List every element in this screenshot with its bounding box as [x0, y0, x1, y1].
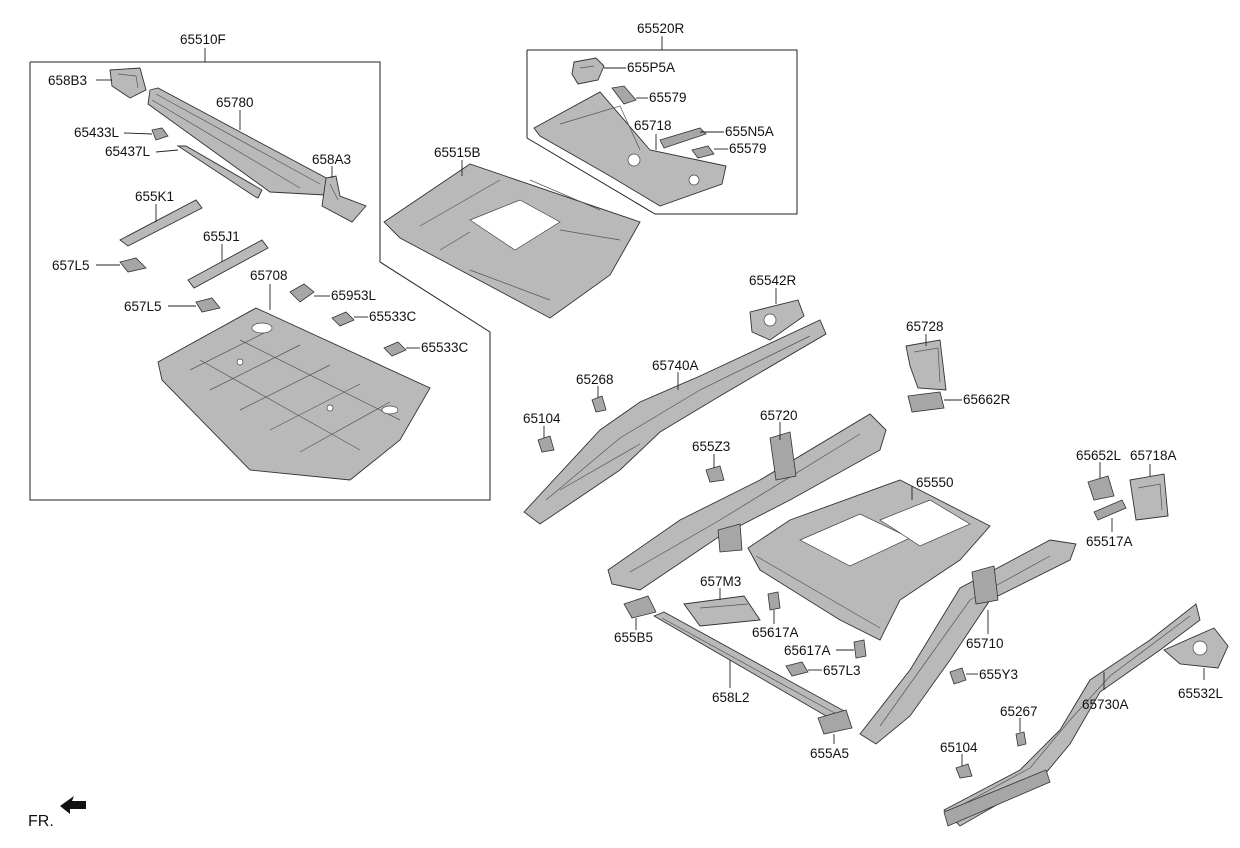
- label-65542R[interactable]: 65542R: [749, 273, 797, 288]
- label-65533C-upper[interactable]: 65533C: [369, 309, 417, 324]
- part-65718[interactable]: [533, 91, 727, 207]
- part-65718A[interactable]: [1129, 473, 1169, 521]
- group-box-65520R: [526, 36, 798, 215]
- part-658B3[interactable]: [109, 67, 147, 99]
- part-65953L[interactable]: [289, 283, 315, 303]
- label-655N5A[interactable]: 655N5A: [725, 124, 774, 139]
- part-657L5-upper[interactable]: [119, 257, 147, 273]
- label-65550[interactable]: 65550: [916, 475, 954, 490]
- label-65662R[interactable]: 65662R: [963, 392, 1011, 407]
- part-65720[interactable]: [607, 413, 887, 591]
- part-655A5[interactable]: [817, 709, 853, 735]
- part-65740A[interactable]: [523, 319, 827, 525]
- label-65730A[interactable]: 65730A: [1082, 697, 1129, 712]
- label-65617A-lower[interactable]: 65617A: [784, 643, 831, 658]
- part-655Z3[interactable]: [705, 465, 725, 483]
- part-655N5A[interactable]: [659, 127, 707, 149]
- label-65710[interactable]: 65710: [966, 636, 1004, 651]
- label-65437L[interactable]: 65437L: [105, 144, 151, 159]
- label-65728[interactable]: 65728: [906, 319, 944, 334]
- label-65104-lower[interactable]: 65104: [940, 740, 978, 755]
- part-658A3[interactable]: [321, 175, 367, 223]
- label-65708[interactable]: 65708: [250, 268, 288, 283]
- part-65532L[interactable]: [1163, 627, 1229, 669]
- label-65720[interactable]: 65720: [760, 408, 798, 423]
- part-65517A[interactable]: [1093, 499, 1127, 521]
- label-65740A[interactable]: 65740A: [652, 358, 699, 373]
- label-657L3[interactable]: 657L3: [823, 663, 861, 678]
- label-657M3[interactable]: 657M3: [700, 574, 741, 589]
- part-657M3[interactable]: [683, 595, 761, 627]
- label-657L5-upper[interactable]: 657L5: [52, 258, 90, 273]
- part-65662R[interactable]: [907, 391, 945, 413]
- label-655A5[interactable]: 655A5: [810, 746, 849, 761]
- part-657L3[interactable]: [785, 661, 809, 677]
- label-658B3[interactable]: 658B3: [48, 73, 87, 88]
- part-65515B[interactable]: [383, 163, 641, 319]
- part-657L5-lower[interactable]: [195, 297, 221, 313]
- label-65533C-lower[interactable]: 65533C: [421, 340, 469, 355]
- label-655Z3[interactable]: 655Z3: [692, 439, 730, 454]
- part-65533C-lower[interactable]: [383, 341, 407, 357]
- label-65517A[interactable]: 65517A: [1086, 534, 1133, 549]
- part-65617A-lower[interactable]: [853, 639, 867, 659]
- label-655P5A[interactable]: 655P5A: [627, 60, 675, 75]
- part-655J1[interactable]: [187, 239, 269, 289]
- front-direction-label: FR.: [28, 813, 54, 830]
- part-65550[interactable]: [747, 479, 991, 641]
- part-65268[interactable]: [591, 395, 607, 413]
- part-65104-lower[interactable]: [955, 763, 973, 779]
- part-65579-upper[interactable]: [611, 85, 637, 105]
- part-658L2[interactable]: [652, 611, 847, 725]
- label-65104-upper[interactable]: 65104: [523, 411, 561, 426]
- part-65104-upper[interactable]: [537, 435, 555, 453]
- label-65652L[interactable]: 65652L: [1076, 448, 1122, 463]
- label-658L2[interactable]: 658L2: [712, 690, 750, 705]
- label-657L5-lower[interactable]: 657L5: [124, 299, 162, 314]
- label-65433L[interactable]: 65433L: [74, 125, 120, 140]
- label-65780[interactable]: 65780: [216, 95, 254, 110]
- part-65437L[interactable]: [176, 145, 263, 199]
- part-655P5A[interactable]: [571, 57, 605, 85]
- part-65728[interactable]: [905, 339, 947, 391]
- label-655K1[interactable]: 655K1: [135, 189, 174, 204]
- part-65579-lower[interactable]: [691, 145, 715, 159]
- label-65579-upper[interactable]: 65579: [649, 90, 687, 105]
- label-65953L[interactable]: 65953L: [331, 288, 377, 303]
- label-658A3[interactable]: 658A3: [312, 152, 351, 167]
- group-box-65510F: [29, 48, 491, 501]
- group-label-65510F[interactable]: 65510F: [180, 32, 226, 47]
- label-655Y3[interactable]: 655Y3: [979, 667, 1018, 682]
- part-65267[interactable]: [1015, 731, 1027, 747]
- part-65433L[interactable]: [151, 127, 169, 141]
- part-65710[interactable]: [859, 539, 1077, 745]
- group-label-65520R[interactable]: 65520R: [637, 21, 685, 36]
- label-65617A-upper[interactable]: 65617A: [752, 625, 799, 640]
- label-655B5[interactable]: 655B5: [614, 630, 653, 645]
- label-65579-lower[interactable]: 65579: [729, 141, 767, 156]
- part-65533C-upper[interactable]: [331, 311, 355, 327]
- label-65515B[interactable]: 65515B: [434, 145, 481, 160]
- label-65267[interactable]: 65267: [1000, 704, 1038, 719]
- part-65617A-upper[interactable]: [767, 591, 781, 611]
- part-655B5[interactable]: [623, 595, 657, 619]
- label-65718[interactable]: 65718: [634, 118, 672, 133]
- part-65652L[interactable]: [1087, 475, 1115, 501]
- label-65718A[interactable]: 65718A: [1130, 448, 1177, 463]
- label-655J1[interactable]: 655J1: [203, 229, 240, 244]
- label-65532L[interactable]: 65532L: [1178, 686, 1224, 701]
- part-65708[interactable]: [157, 307, 431, 481]
- part-65542R[interactable]: [749, 299, 805, 341]
- part-65730A[interactable]: [943, 603, 1201, 827]
- part-655Y3[interactable]: [949, 667, 967, 685]
- part-655K1[interactable]: [119, 199, 203, 247]
- front-direction-arrow-icon: [60, 796, 86, 814]
- label-65268[interactable]: 65268: [576, 372, 614, 387]
